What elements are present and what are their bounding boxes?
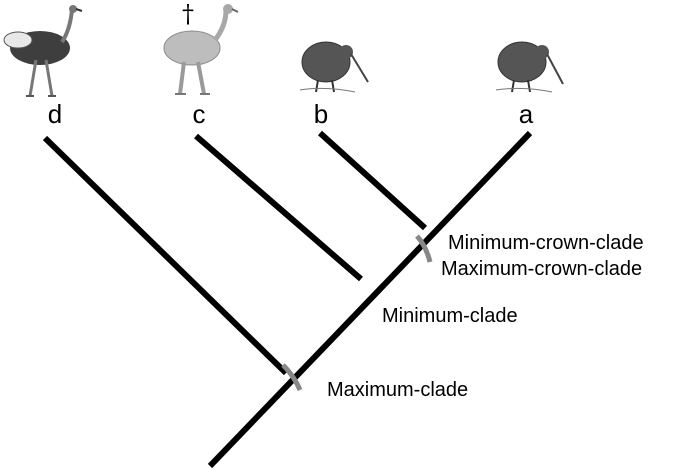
kiwi-icon — [495, 41, 564, 93]
crown-clade-marker — [415, 234, 433, 263]
taxon-label-c: c — [193, 99, 206, 129]
max-crown-clade-label: Maximum-crown-clade — [441, 258, 642, 280]
kiwi-icon — [299, 41, 369, 93]
branch-c — [194, 133, 363, 282]
ostrich-icon — [3, 5, 83, 97]
min-clade-label: Minimum-clade — [382, 305, 518, 327]
taxon-label-b: b — [314, 99, 328, 129]
main-branch — [207, 130, 533, 469]
max-clade-label: Maximum-clade — [327, 379, 468, 401]
moa-icon — [163, 4, 239, 95]
min-crown-clade-label: Minimum-crown-clade — [448, 232, 644, 254]
branch-b — [317, 130, 428, 231]
max-clade-marker — [281, 363, 303, 392]
extinct-marker: † — [182, 0, 194, 28]
taxon-label-a: a — [519, 99, 534, 129]
taxon-label-d: d — [48, 99, 62, 129]
branch-d — [42, 135, 289, 376]
